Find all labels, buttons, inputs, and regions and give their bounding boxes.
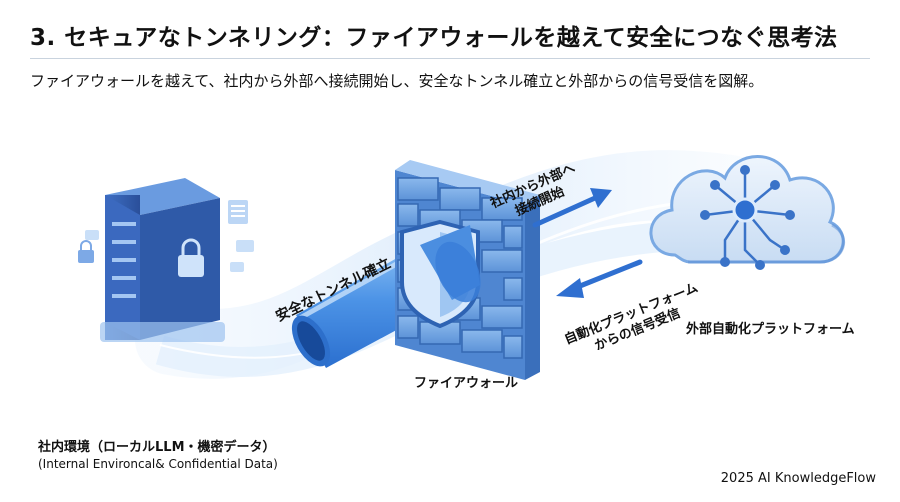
cloud-label: 外部自動化プラットフォーム bbox=[686, 322, 855, 337]
padlock-icon bbox=[178, 238, 204, 277]
title-divider bbox=[30, 58, 870, 59]
floating-panels-icon bbox=[85, 200, 254, 272]
page-subtitle: ファイアウォールを越えて、社内から外部へ接続開始し、安全なトンネル確立と外部から… bbox=[30, 72, 764, 90]
footer-credit: 2025 AI KnowledgeFlow bbox=[720, 471, 876, 486]
tunnel-exit bbox=[420, 225, 481, 303]
server-icon bbox=[100, 178, 225, 342]
page-title: 3. セキュアなトンネリング：ファイアウォールを越えて安全につなぐ思考法 bbox=[30, 25, 838, 51]
internal-label: 社内環境（ローカルLLM・機密データ） bbox=[38, 440, 276, 455]
internal-label-english: (Internal Environcal& Confidential Data) bbox=[38, 457, 278, 471]
outbound-arrow bbox=[532, 188, 612, 228]
inbound-arrow bbox=[556, 259, 643, 298]
firewall-label: ファイアウォール bbox=[414, 376, 519, 391]
network-node-icon bbox=[700, 165, 795, 270]
small-padlock-icon bbox=[78, 240, 94, 263]
